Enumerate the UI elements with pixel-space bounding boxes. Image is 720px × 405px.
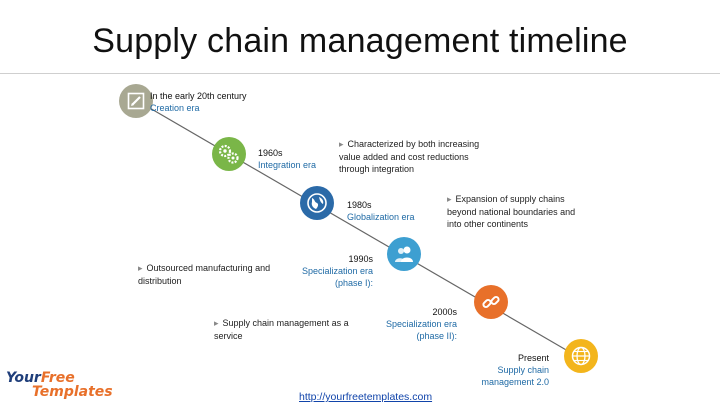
milestone-1-pencil-icon xyxy=(119,84,153,118)
milestone-3-year: 1980s xyxy=(347,200,372,210)
milestone-5-era: Specialization era (phase II): xyxy=(385,319,457,341)
page-title: Supply chain management timeline xyxy=(92,22,628,60)
milestone-2-year: 1960s xyxy=(258,148,283,158)
milestone-5-link-icon xyxy=(474,285,508,319)
milestone-4-users-icon xyxy=(387,237,421,271)
milestone-2-gears-icon xyxy=(212,137,246,171)
bullet-icon: ▸ xyxy=(339,139,344,149)
note-globalization: ▸Expansion of supply chains beyond natio… xyxy=(447,194,576,229)
note-outsourced: ▸Outsourced manufacturing and distributi… xyxy=(138,263,271,286)
milestone-6-era: Supply chain management 2.0 xyxy=(481,365,549,387)
note-service: ▸Supply chain management as a service xyxy=(214,318,349,341)
footer-link[interactable]: http://yourfreetemplates.com xyxy=(299,391,433,403)
milestone-6-globe-grid-icon xyxy=(564,339,598,373)
bullet-icon: ▸ xyxy=(447,194,452,204)
bullet-icon: ▸ xyxy=(138,263,143,273)
yourfreetemplates-logo: YourFree Templates xyxy=(6,370,113,400)
milestone-4-era: Specialization era (phase I): xyxy=(301,266,373,288)
title-divider xyxy=(0,73,720,74)
milestone-3-globe-icon xyxy=(300,186,334,220)
milestone-1-era: Creation era xyxy=(150,103,200,113)
note-integration: ▸Characterized by both increasing value … xyxy=(339,139,480,174)
milestone-4-year: 1990s xyxy=(348,254,373,264)
milestone-3-era: Globalization era xyxy=(347,212,415,222)
milestone-2-era: Integration era xyxy=(258,160,317,170)
bullet-icon: ▸ xyxy=(214,318,219,328)
milestone-5-year: 2000s xyxy=(432,307,457,317)
milestone-6-year: Present xyxy=(517,353,549,363)
milestone-1-year: In the early 20th century xyxy=(150,91,247,101)
